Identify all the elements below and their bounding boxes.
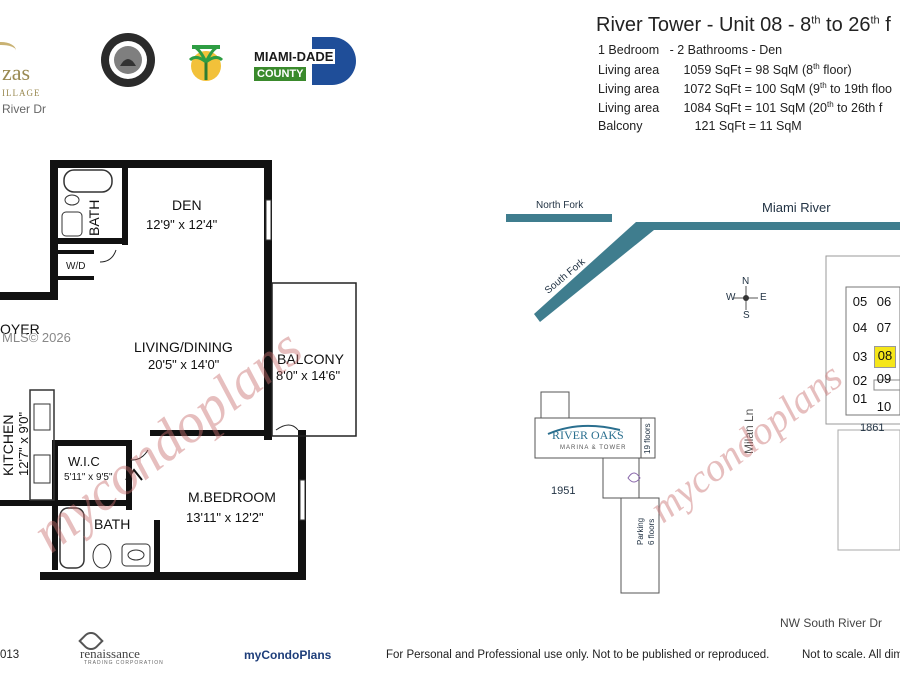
den-dimensions: 12'9" x 12'4" — [146, 217, 218, 232]
floors-19-label: 19 floors — [643, 423, 652, 454]
unit-09: 09 — [876, 371, 892, 386]
spec-row: Living area 1072 SqFt = 100 SqM (9th to … — [598, 81, 893, 97]
scale-notice: Not to scale. All dim — [802, 649, 900, 661]
balcony-label: BALCONY — [277, 351, 344, 367]
palm-logo-icon — [186, 42, 226, 86]
living-dimensions: 20'5" x 14'0" — [148, 357, 220, 372]
balcony-dimensions: 8'0" x 14'6" — [276, 368, 341, 383]
spec-row: Living area 1059 SqFt = 98 SqM (8th floo… — [598, 62, 852, 78]
unit-06: 06 — [876, 294, 892, 309]
unit-01: 01 — [852, 391, 868, 406]
compass-w: W — [726, 292, 736, 303]
miami-dade-top: MIAMI-DADE — [252, 49, 336, 64]
river-oaks-subtitle: MARINA & TOWER — [560, 445, 627, 451]
compass-s: S — [743, 310, 750, 321]
brand-address: River Dr — [2, 102, 46, 116]
unit-05: 05 — [852, 294, 868, 309]
unit-10: 10 — [876, 399, 892, 414]
river-oaks-name: RIVER OAKS — [552, 428, 624, 442]
north-fork-label: North Fork — [536, 200, 584, 211]
spec-row: Living area 1084 SqFt = 101 SqM (20th to… — [598, 100, 883, 116]
miami-dade-logo: MIAMI-DADE COUNTY — [252, 37, 356, 87]
compass-e: E — [760, 292, 767, 303]
bath-bottom-label: BATH — [94, 516, 131, 532]
compass-n: N — [742, 276, 750, 287]
unit-03: 03 — [852, 349, 868, 364]
renaissance-subtitle: TRADING CORPORATION — [84, 660, 164, 666]
footer-year: 013 — [0, 649, 20, 661]
page-title: River Tower - Unit 08 - 8th to 26th f — [596, 14, 891, 36]
unit-07: 07 — [876, 320, 892, 335]
miami-river-label: Miami River — [762, 200, 831, 215]
brand-logo: zas ILLAGE River Dr — [0, 40, 60, 120]
den-label: DEN — [172, 197, 202, 213]
parking-floors-label: 6 floors — [647, 518, 656, 545]
city-seal-icon — [100, 32, 156, 88]
unit-08-highlight: 08 — [874, 346, 896, 368]
address-1861: 1861 — [860, 422, 885, 434]
brand-subtitle: ILLAGE — [2, 88, 41, 98]
spec-row: Balcony 121 SqFt = 11 SqM — [598, 119, 802, 133]
brand-arc — [0, 42, 16, 59]
living-label: LIVING/DINING — [134, 339, 233, 355]
mycondoplans-brand: myCondoPlans — [244, 648, 332, 662]
address-1951: 1951 — [551, 485, 576, 497]
miami-dade-bottom: COUNTY — [254, 67, 307, 81]
parking-label: Parking — [636, 517, 645, 545]
street-label: NW South River Dr — [780, 616, 883, 630]
renaissance-logo: renaissance TRADING CORPORATION — [78, 628, 180, 666]
unit-04: 04 — [852, 320, 868, 335]
wic-label: W.I.C — [68, 454, 100, 469]
renaissance-name: renaissance — [80, 646, 140, 661]
brand-partial-name: zas — [2, 60, 31, 85]
foyer-label: OYER — [0, 321, 40, 337]
spec-row: 1 Bedroom - 2 Bathrooms - Den — [598, 43, 783, 57]
wd-label: W/D — [66, 261, 86, 272]
unit-02: 02 — [852, 373, 868, 388]
wic-dimensions: 5'11" x 9'5" — [64, 472, 113, 483]
bedroom-dimensions: 13'11" x 12'2" — [186, 510, 264, 525]
bedroom-label: M.BEDROOM — [188, 489, 276, 505]
usage-notice: For Personal and Professional use only. … — [386, 649, 770, 661]
mls-copyright: MLS© 2026 — [2, 330, 71, 345]
